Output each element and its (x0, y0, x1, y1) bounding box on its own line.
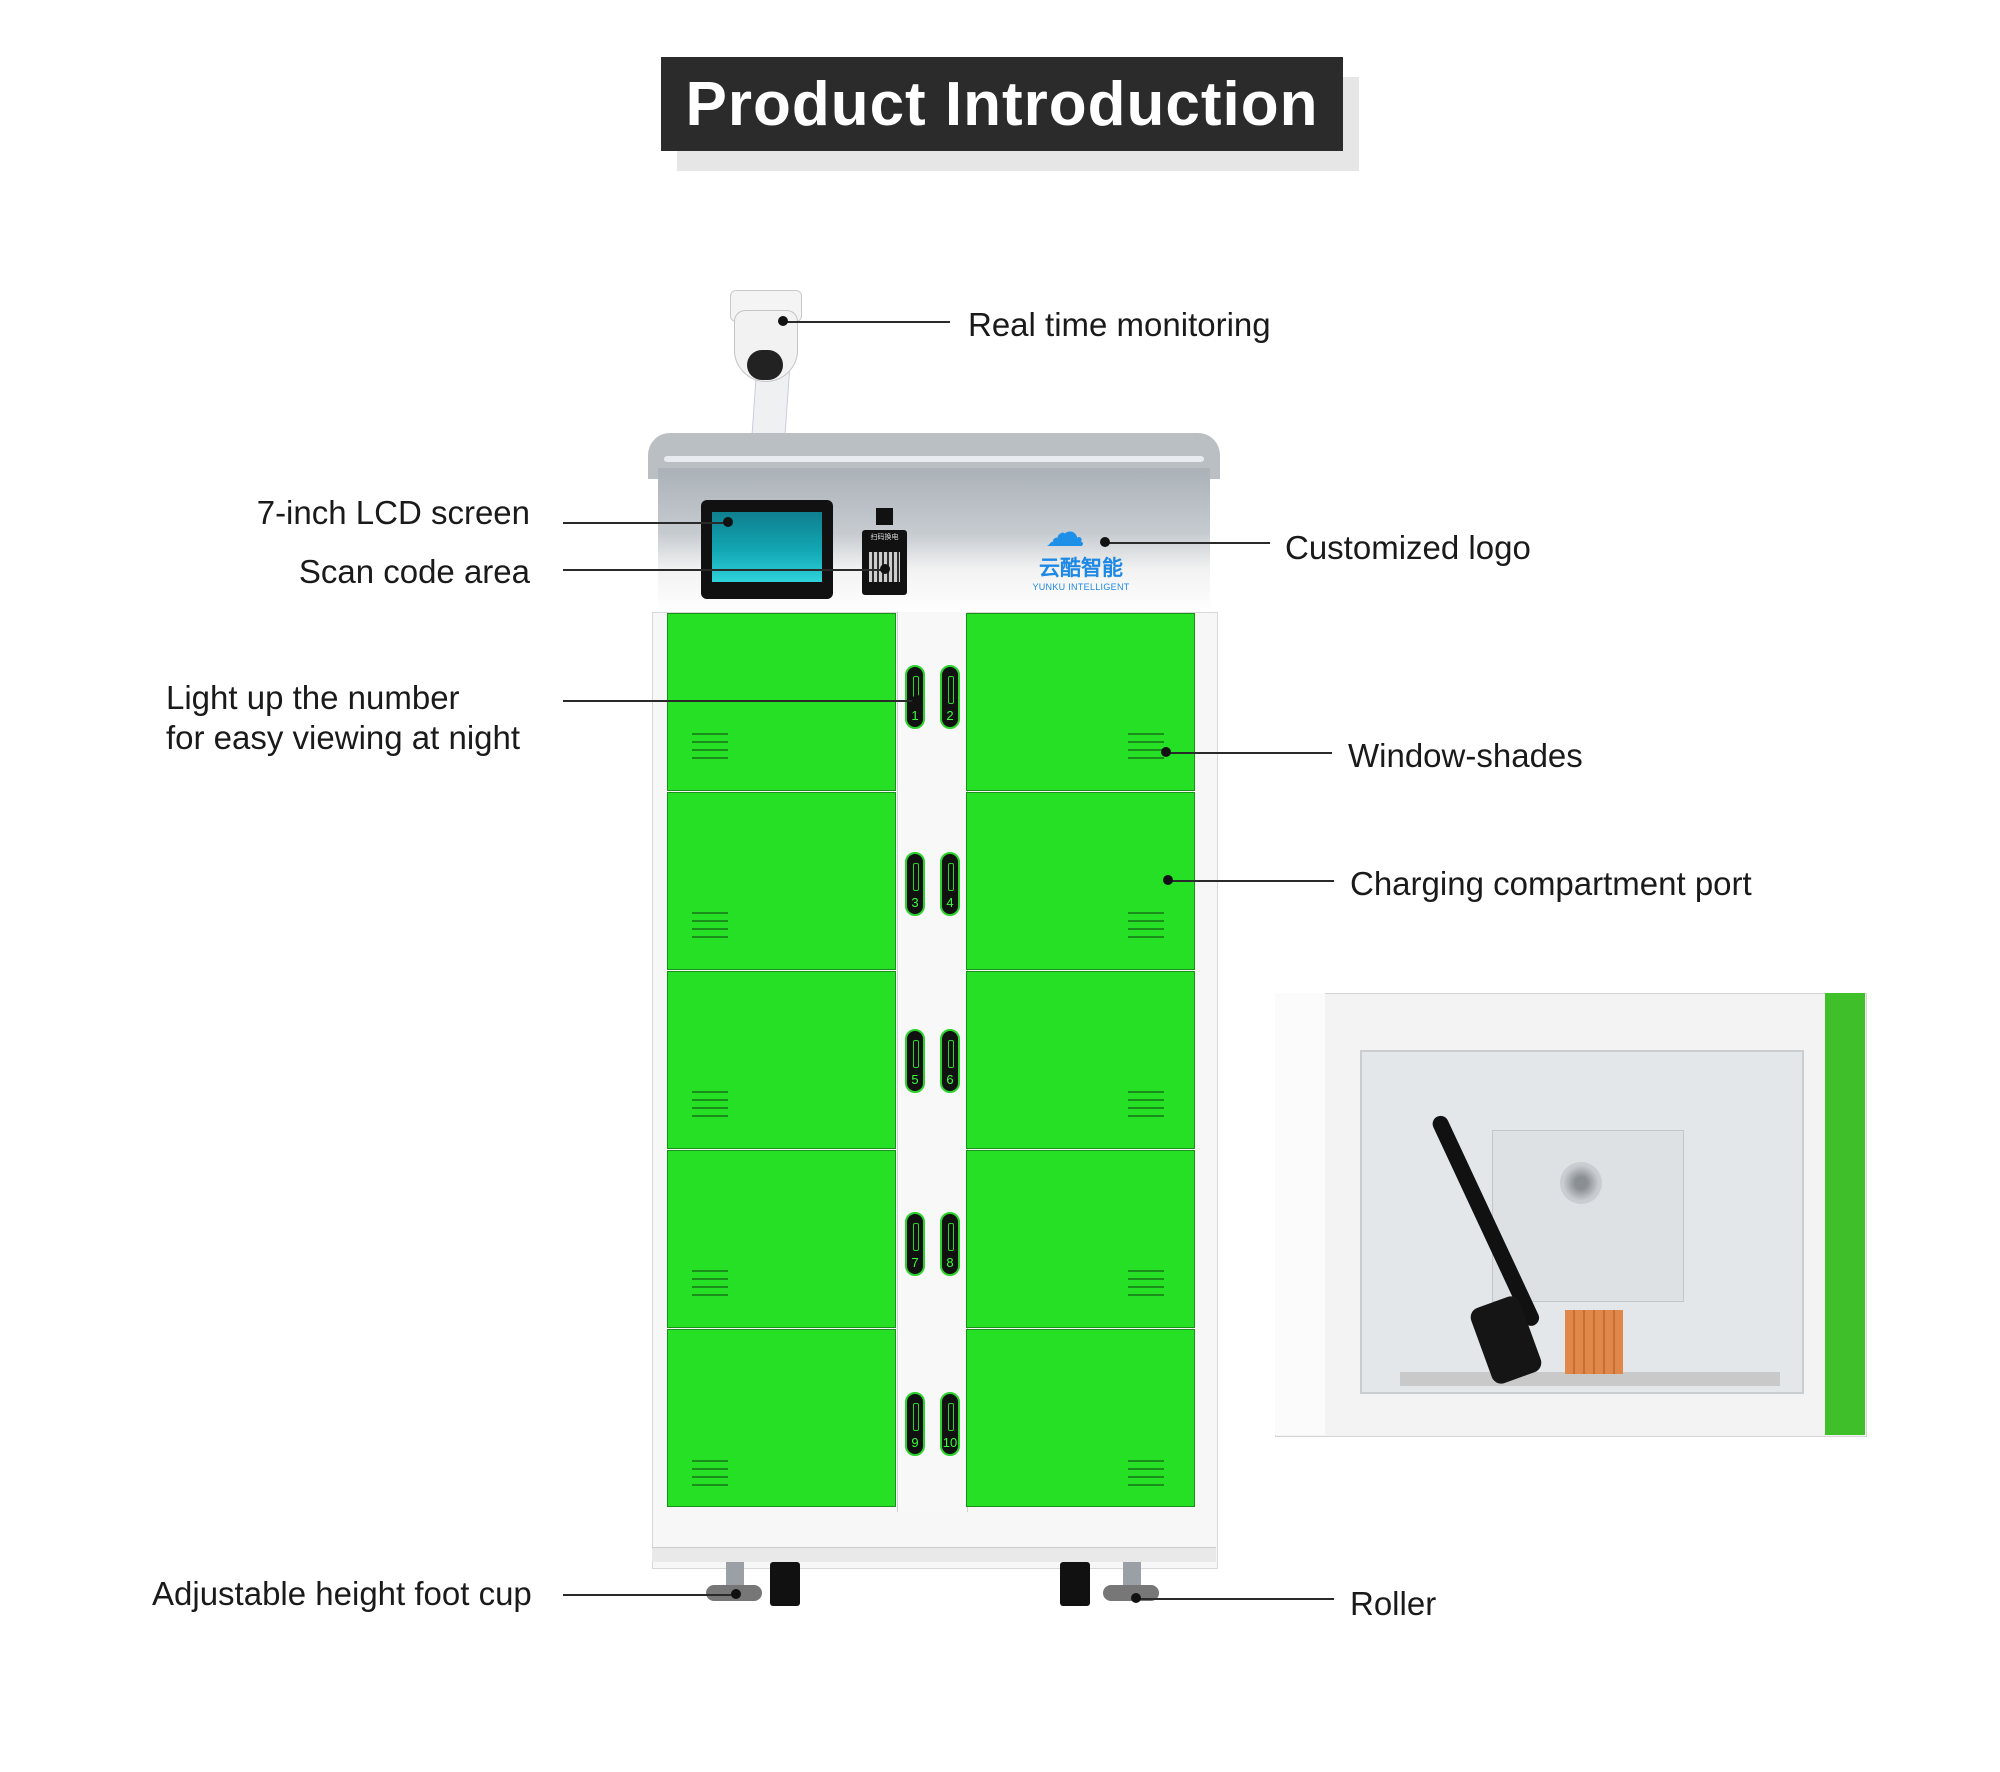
callout-line-logo (1106, 542, 1270, 544)
foot-screw (726, 1562, 744, 1586)
label-roller: Roller (1350, 1585, 1437, 1622)
locker-door-6 (966, 971, 1195, 1149)
window-shade-vent (692, 912, 728, 940)
locker-door-7 (667, 1150, 896, 1328)
callout-line-shades (1166, 752, 1332, 754)
window-shade-vent (692, 1270, 728, 1298)
roof-light-strip (664, 456, 1204, 462)
photo-back-wall (1492, 1130, 1684, 1302)
roller-right (1060, 1562, 1090, 1606)
foot-cup-right (1103, 1585, 1159, 1601)
label-lcd: 7-inch LCD screen (256, 494, 530, 531)
callout-line-light (563, 700, 917, 702)
camera-lens (747, 350, 783, 380)
number-light-4: 4 (940, 852, 960, 916)
callout-dot-scan (880, 564, 890, 574)
locker-door-5 (667, 971, 896, 1149)
locker-door-9 (667, 1329, 896, 1507)
photo-floor-rail (1400, 1372, 1780, 1386)
callout-dot-light (912, 695, 922, 705)
callout-dot-port (1163, 875, 1173, 885)
battery-item (1565, 1310, 1623, 1374)
window-shade-vent (692, 1460, 728, 1488)
logo-english-text: YUNKU INTELLIGENT (1032, 582, 1130, 592)
cabinet-base (652, 1547, 1216, 1562)
number-light-7: 7 (905, 1212, 925, 1276)
label-camera: Real time monitoring (968, 306, 1271, 343)
window-shade-vent (1128, 733, 1164, 761)
number-light-8: 8 (940, 1212, 960, 1276)
callout-line-camera (784, 321, 950, 323)
number-light-9: 9 (905, 1392, 925, 1456)
callout-line-foot (563, 1594, 736, 1596)
number-light-10: 10 (940, 1392, 960, 1456)
label-light-line2: for easy viewing at night (166, 719, 521, 756)
cloud-logo-icon: ☁ (1045, 511, 1085, 555)
label-foot: Adjustable height foot cup (152, 1575, 532, 1612)
scanner-sensor (876, 508, 893, 525)
callout-dot-camera (778, 316, 788, 326)
callout-dot-foot (731, 1589, 741, 1599)
number-light-6: 6 (940, 1029, 960, 1093)
number-light-2: 2 (940, 665, 960, 729)
callout-dot-roller (1131, 1593, 1141, 1603)
window-shade-vent (1128, 1460, 1164, 1488)
callout-dot-shades (1161, 747, 1171, 757)
callout-dot-lcd (723, 517, 733, 527)
qr-caption: 扫码换电 (870, 534, 899, 541)
label-logo: Customized logo (1285, 529, 1531, 566)
foot-screw (1123, 1562, 1141, 1586)
callout-dot-logo (1100, 537, 1110, 547)
callout-line-scan (563, 569, 885, 571)
number-light-3: 3 (905, 852, 925, 916)
page-title: Product Introduction (685, 69, 1319, 139)
label-port: Charging compartment port (1350, 865, 1752, 902)
callout-line-port (1168, 880, 1334, 882)
photo-open-door (1825, 993, 1865, 1435)
locker-door-1 (667, 613, 896, 791)
window-shade-vent (1128, 1091, 1164, 1119)
title-banner: Product Introduction (661, 57, 1343, 151)
window-shade-vent (1128, 912, 1164, 940)
locker-door-8 (966, 1150, 1195, 1328)
locker-door-4 (966, 792, 1195, 970)
locker-door-3 (667, 792, 896, 970)
logo-chinese-text: 云酷智能 (1039, 556, 1123, 580)
label-scan: Scan code area (298, 553, 530, 590)
label-light-line1: Light up the number (166, 679, 460, 716)
callout-line-roller (1137, 1598, 1334, 1600)
qr-code-icon (869, 552, 900, 582)
window-shade-vent (692, 733, 728, 761)
label-shades: Window-shades (1348, 737, 1583, 774)
roller-left (770, 1562, 800, 1606)
callout-line-lcd (563, 522, 728, 524)
fan-grille-icon (1560, 1162, 1602, 1204)
window-shade-vent (692, 1091, 728, 1119)
window-shade-vent (1128, 1270, 1164, 1298)
locker-door-2 (966, 613, 1195, 791)
photo-frame-left (1275, 993, 1325, 1435)
number-light-5: 5 (905, 1029, 925, 1093)
